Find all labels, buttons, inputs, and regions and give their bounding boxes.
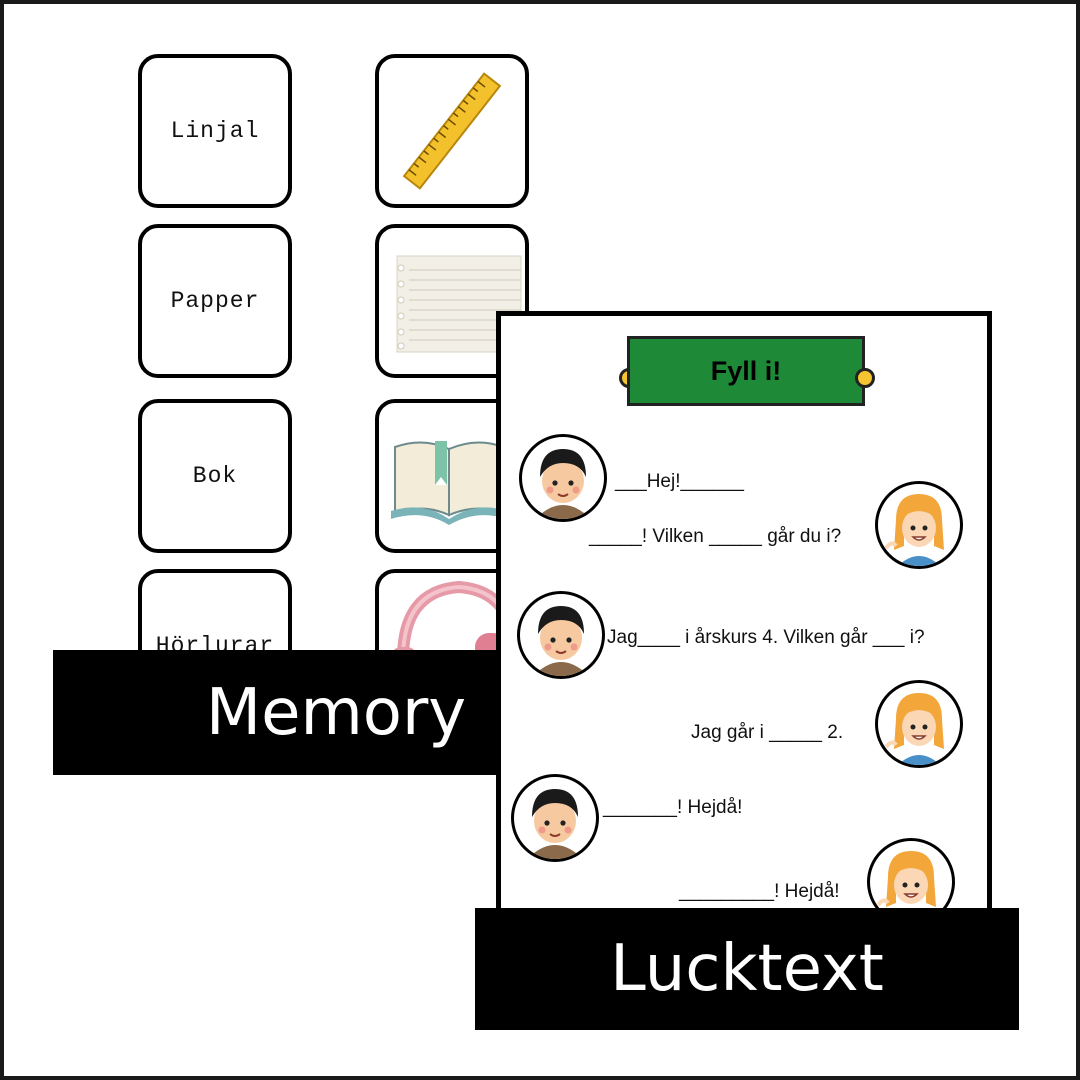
open-book-icon: [391, 441, 507, 525]
ruler-icon: [402, 72, 502, 190]
sign-bolt-icon: [855, 368, 875, 388]
dialogue-line: ___Hej!______: [615, 471, 744, 492]
boy-face-icon: [532, 789, 578, 859]
boy-face-icon: [540, 449, 586, 519]
memory-word-card[interactable]: Linjal: [138, 54, 292, 208]
word-card-label: Papper: [170, 288, 260, 314]
dialogue-line: _________! Hejdå!: [679, 881, 840, 902]
memory-banner: Memory: [53, 650, 499, 775]
memory-word-card[interactable]: Bok: [138, 399, 292, 553]
boy-face-icon: [538, 606, 584, 676]
dialogue-line: _____! Vilken _____ går du i?: [589, 526, 842, 547]
boy-avatar: [511, 774, 599, 862]
lucktext-banner-label: Lucktext: [610, 932, 884, 1006]
memory-word-card[interactable]: Papper: [138, 224, 292, 378]
word-card-label: Bok: [192, 463, 238, 489]
girl-avatar: [875, 680, 963, 768]
girl-face-icon: [884, 494, 944, 566]
boy-avatar: [519, 434, 607, 522]
dialogue-line: _______! Hejdå!: [603, 797, 743, 818]
dialogue-line: Jag går i _____ 2.: [691, 722, 844, 743]
boy-avatar: [517, 591, 605, 679]
worksheet-page: Fyll i! ___Hej!______ _____! Vilken ____…: [496, 311, 992, 931]
dialogue-line: Jag____ i årskurs 4. Vilken går ___ i?: [607, 627, 925, 648]
girl-face-icon: [884, 693, 944, 765]
worksheet-title: Fyll i!: [627, 336, 865, 406]
memory-banner-label: Memory: [205, 675, 467, 750]
word-card-label: Linjal: [170, 118, 260, 144]
memory-picture-card[interactable]: [375, 54, 529, 208]
lucktext-banner: Lucktext: [475, 908, 1019, 1030]
girl-avatar: [875, 481, 963, 569]
